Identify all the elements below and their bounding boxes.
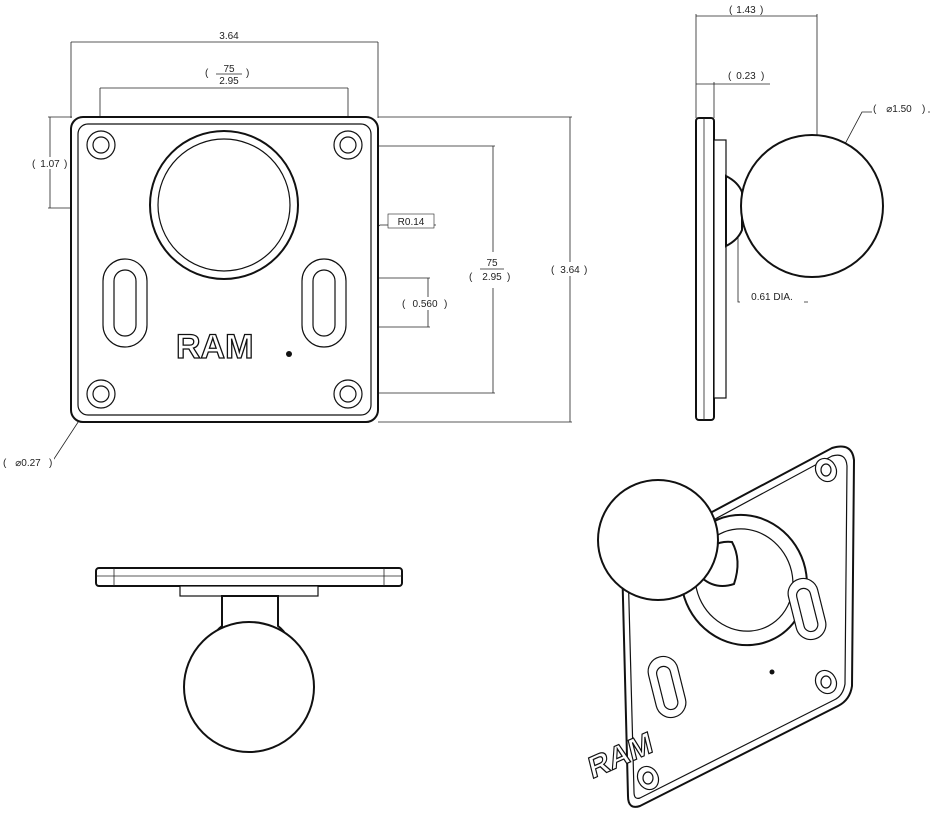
iso-slot [647,655,687,719]
front-width-label: 3.64 [219,31,239,42]
corner-hole [333,379,363,409]
front-slot-length: 0.560 [412,299,437,310]
svg-text:): ) [584,265,587,276]
corner-hole [86,130,116,160]
side-view: ( 1.43 ) ( 0.23 ) ( ⌀1.50 ) 0.61 DIA. [695,3,930,421]
bottom-view [95,567,403,753]
right-slot [301,258,347,348]
svg-text:): ) [444,299,447,310]
side-plate-thickness: 0.23 [736,71,756,82]
iso-slot [787,577,827,641]
svg-text:): ) [64,159,67,170]
side-depth-label: 1.43 [736,5,756,16]
front-hole-spacing-in: 2.95 [219,76,239,87]
front-vertical-spacing-mm: 75 [486,258,498,269]
svg-text:): ) [49,458,52,469]
front-logo: RAM [176,328,253,366]
iso-corner-hole [814,669,838,695]
left-slot [102,258,148,348]
front-view: RAM 3.64 ( ) 75 2.95 ( 1.07 ) R0.14 ( 0.… [2,29,590,469]
isometric-view: RAM [585,445,856,808]
svg-text:): ) [760,5,763,16]
svg-text:(: ( [873,104,877,115]
svg-text:(: ( [469,272,473,283]
front-hole-spacing-mm: 75 [223,64,235,75]
svg-text:): ) [922,104,925,115]
front-vertical-spacing-in: 2.95 [482,272,502,283]
svg-text:(: ( [205,68,209,79]
side-neck-diameter: 0.61 DIA. [751,292,793,303]
svg-text:(: ( [729,5,733,16]
front-height-label: 3.64 [560,265,580,276]
iso-corner-hole [814,457,838,483]
svg-text:(: ( [551,265,555,276]
svg-text:(: ( [402,299,406,310]
front-hole-diameter: ⌀0.27 [15,458,41,469]
front-center-offset: 1.07 [40,159,60,170]
front-slot-radius: R0.14 [398,217,425,228]
svg-text:): ) [507,272,510,283]
corner-hole [333,130,363,160]
svg-text:): ) [246,68,249,79]
iso-corner-hole [636,765,660,791]
side-ball-diameter: ⌀1.50 [886,104,912,115]
svg-text:(: ( [32,159,36,170]
svg-text:(: ( [728,71,732,82]
svg-text:): ) [761,71,764,82]
svg-text:(: ( [3,458,7,469]
corner-hole [86,379,116,409]
